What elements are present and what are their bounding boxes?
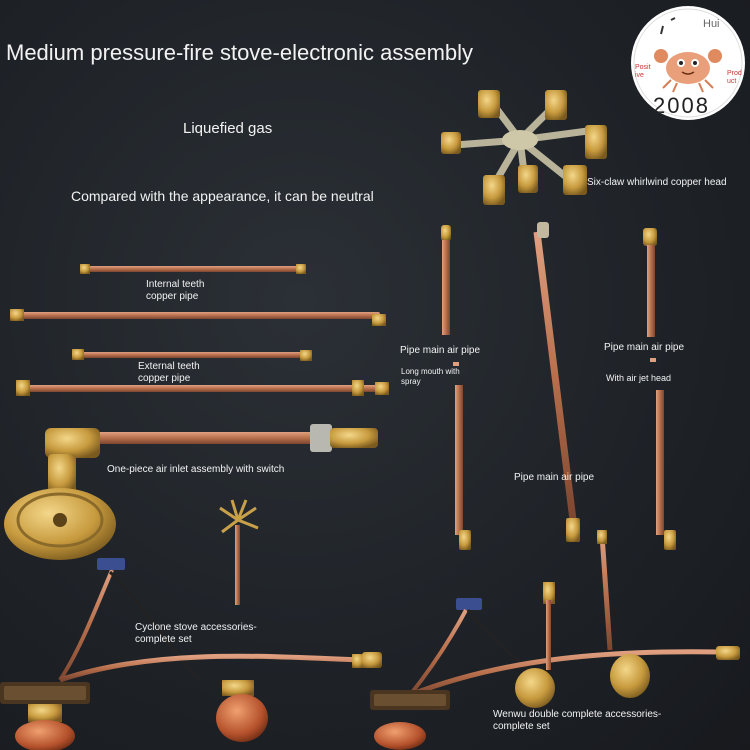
label-internal-teeth: Internal teeth copper pipe — [146, 279, 205, 302]
logo-year: 2008 — [653, 93, 710, 118]
logo-text: Hui — [703, 18, 720, 30]
page-title: Medium pressure-fire stove-electronic as… — [6, 40, 474, 65]
label-six-claw-head: Six-claw whirlwind copper head — [587, 177, 727, 188]
label-wenwu-set: Wenwu double complete accessories-comple… — [493, 709, 662, 732]
label-pipe-left: Pipe main air pipe — [400, 345, 481, 356]
label-pipe-right: Pipe main air pipe — [604, 342, 685, 353]
label-air-inlet: One-piece air inlet assembly with switch — [107, 464, 285, 475]
wenwu-double-set — [370, 530, 740, 750]
crab-mascot-icon — [633, 8, 743, 118]
cyclone-stove-set — [0, 558, 382, 750]
brand-logo: Hui Posit ive Prod uct 2008 — [631, 6, 745, 120]
logo-left-text: Posit ive — [635, 64, 651, 79]
label-pipe-mid: Pipe main air pipe — [514, 472, 595, 483]
gas-type-label: Liquefied gas — [183, 120, 273, 137]
label-long-mouth: Long mouth with spray — [401, 367, 460, 386]
internal-teeth-pipes — [10, 264, 386, 326]
label-external-teeth: External teeth copper pipe — [138, 361, 200, 384]
vertical-main-pipes — [441, 222, 676, 550]
small-six-claw-head — [219, 499, 259, 605]
logo-right-text: Prod uct — [727, 70, 742, 85]
subtitle: Compared with the appearance, it can be … — [71, 188, 374, 204]
six-claw-copper-head — [441, 90, 607, 205]
external-teeth-pipes — [16, 349, 389, 396]
label-air-jet: With air jet head — [606, 373, 672, 383]
air-inlet-assembly — [4, 424, 378, 560]
label-cyclone-set: Cyclone stove accessories-complete set — [135, 622, 257, 645]
